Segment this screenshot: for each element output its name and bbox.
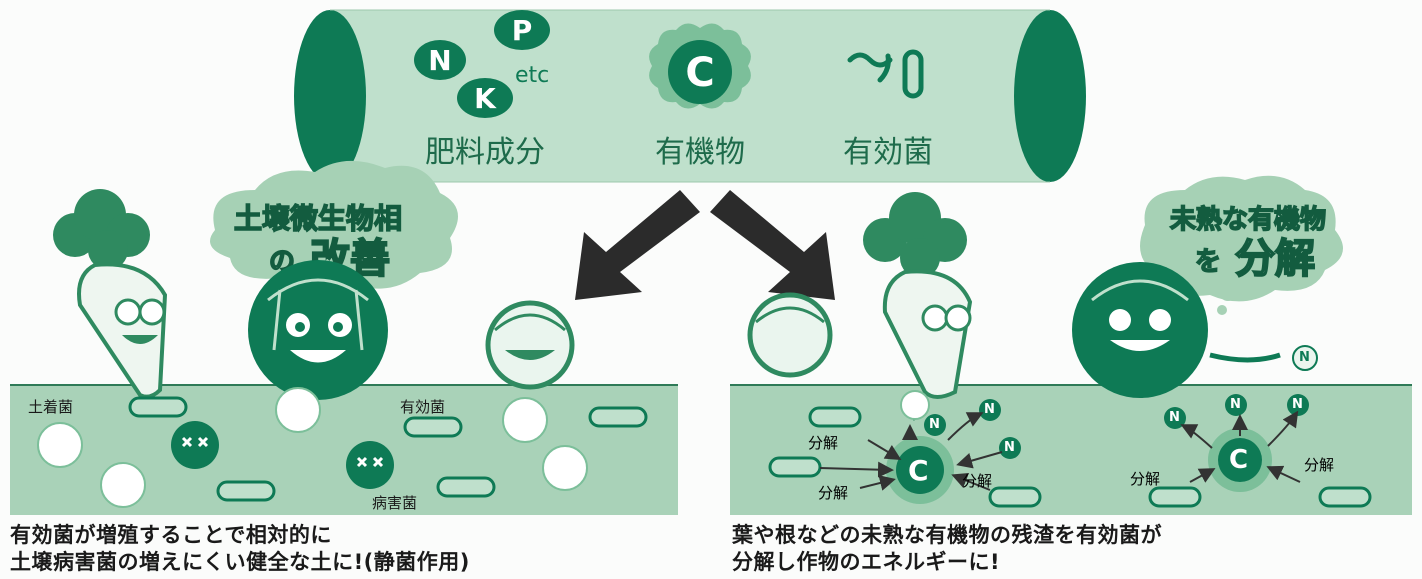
bacteria-label: 有効菌 [843, 135, 933, 170]
left-caption-line1: 有効菌が増殖することで相対的に [10, 523, 332, 547]
npk-molecule-icon: P N K etc [414, 10, 550, 118]
arrow-down-left-icon [575, 190, 700, 300]
decompose-label: 分解 [818, 484, 849, 502]
pathogen-label: 病害菌 [372, 494, 417, 512]
onion-character-icon [747, 292, 833, 378]
right-bubble-line1: 未熟な有機物 [1170, 204, 1326, 235]
nitrogen-letter: N [984, 402, 995, 417]
right-bubble-prefix: を [1195, 247, 1221, 277]
right-caption-line1: 葉や根などの未熟な有機物の残渣を有効菌が [732, 523, 1162, 547]
nitrogen-letter: N [1230, 397, 1241, 412]
carbon-letter: C [908, 454, 929, 487]
onion-character-icon [485, 300, 575, 390]
left-soil-microbes: 土着菌 有効菌 病害菌 [28, 387, 648, 512]
decompose-label: 分解 [808, 434, 839, 452]
radish-character-icon [53, 189, 168, 399]
tube-right-end [1014, 10, 1086, 182]
arrow-down-right-icon [710, 190, 835, 300]
organic-label: 有機物 [655, 135, 745, 170]
organic-carbon-icon: C [649, 23, 751, 109]
nitrogen-letter: N [1169, 410, 1180, 425]
right-caption-line2: 分解し作物のエネルギーに! [732, 550, 1001, 574]
tube: P N K etc 肥料成分 C 有機物 有効菌 [294, 9, 1086, 183]
right-soil-microbes [768, 390, 1372, 508]
c-letter: C [685, 50, 714, 96]
soil-bacteria-label: 土着菌 [28, 398, 73, 416]
right-thought-bubble: 未熟な有機物 を 分解 [1140, 175, 1343, 315]
right-bubble-main: 分解 [1235, 236, 1315, 282]
left-bubble-line1: 土壌微生物相 [234, 202, 402, 235]
carbon-letter: C [1229, 445, 1249, 475]
nitrogen-letter: N [1004, 440, 1015, 455]
cabbage-character-icon [1072, 262, 1318, 398]
p-letter: P [512, 14, 533, 47]
decompose-label: 分解 [962, 472, 993, 490]
k-letter: K [474, 82, 497, 115]
radish-character-icon [863, 192, 973, 421]
n-letter: N [428, 44, 451, 77]
decompose-label: 分解 [1130, 470, 1161, 488]
cabbage-character-icon [248, 260, 388, 400]
nitrogen-letter: N [1292, 397, 1303, 412]
tube-left-end [294, 10, 366, 182]
pathogen-icon [171, 421, 219, 469]
etc-label: etc [515, 63, 549, 88]
effective-bacteria-label: 有効菌 [400, 398, 445, 416]
pathogen-icon [346, 441, 394, 489]
nitrogen-letter: N [1299, 350, 1310, 365]
bacteria-rods-icon [847, 49, 924, 99]
nutrients-label: 肥料成分 [425, 135, 545, 170]
left-caption-line2: 土壌病害菌の増えにくい健全な土に!(静菌作用) [10, 550, 470, 574]
nitrogen-letter: N [929, 417, 940, 432]
decompose-label: 分解 [1304, 456, 1335, 474]
